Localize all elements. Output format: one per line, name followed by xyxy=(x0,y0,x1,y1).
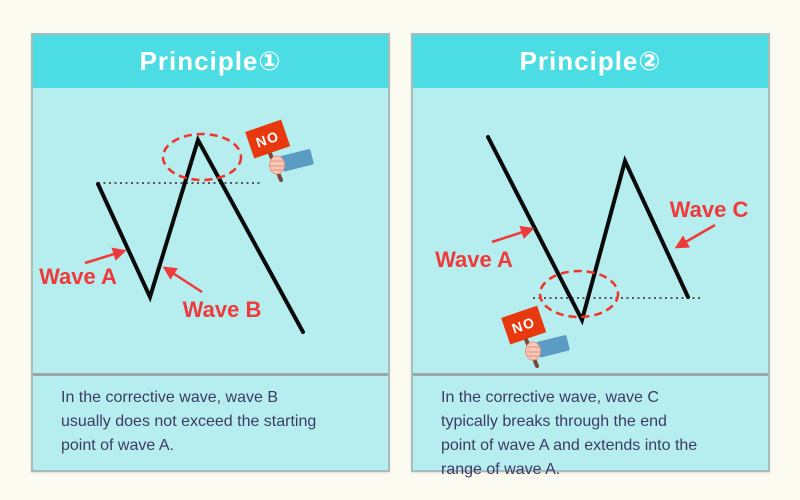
no-sign: NO xyxy=(245,119,314,182)
principle-2-header: Principle② xyxy=(413,35,768,88)
wave-c-label: Wave C xyxy=(670,197,749,222)
sleeve xyxy=(536,335,570,358)
violation-ellipse xyxy=(161,132,243,182)
principle-1-diagram: Wave A Wave B NO xyxy=(33,88,388,373)
hand-icon xyxy=(525,341,541,361)
wave-a-label: Wave A xyxy=(435,247,513,272)
principle-1-title: Principle① xyxy=(139,46,282,76)
no-flag: NO xyxy=(501,305,547,345)
principle-1-panel: Principle① Wave A Wave B xyxy=(31,33,390,472)
wave-c-arrow xyxy=(674,223,716,249)
no-flag-label: NO xyxy=(510,314,538,337)
wave-a-label: Wave A xyxy=(39,264,117,289)
wave-b-arrow xyxy=(162,266,203,294)
wave-abc-line xyxy=(486,135,690,326)
no-flag-rect xyxy=(245,119,291,159)
breakthrough-ellipse xyxy=(538,269,620,319)
principle-2-title: Principle② xyxy=(519,46,662,76)
principle-2-diagram-svg: Wave A Wave C NO xyxy=(435,135,749,368)
sleeve xyxy=(280,149,314,172)
principle-2-description: In the corrective wave, wave C typically… xyxy=(413,373,768,478)
wave-abc-line xyxy=(96,134,305,334)
no-flag: NO xyxy=(245,119,291,159)
principle-2-panel: Principle② Wave A Wave C xyxy=(411,33,770,478)
wave-a-arrow xyxy=(84,247,127,265)
wave-b-label: Wave B xyxy=(183,297,262,322)
hand-icon xyxy=(269,155,285,175)
no-sign: NO xyxy=(501,305,570,368)
principle-1-header: Principle① xyxy=(33,35,388,88)
principle-1-description: In the corrective wave, wave B usually d… xyxy=(33,373,388,471)
principle-2-diagram: Wave A Wave C NO xyxy=(413,88,768,373)
no-flag-label: NO xyxy=(254,128,282,151)
wave-a-arrow xyxy=(491,225,535,244)
no-flag-rect xyxy=(501,305,547,345)
principle-1-diagram-svg: Wave A Wave B NO xyxy=(39,119,314,334)
